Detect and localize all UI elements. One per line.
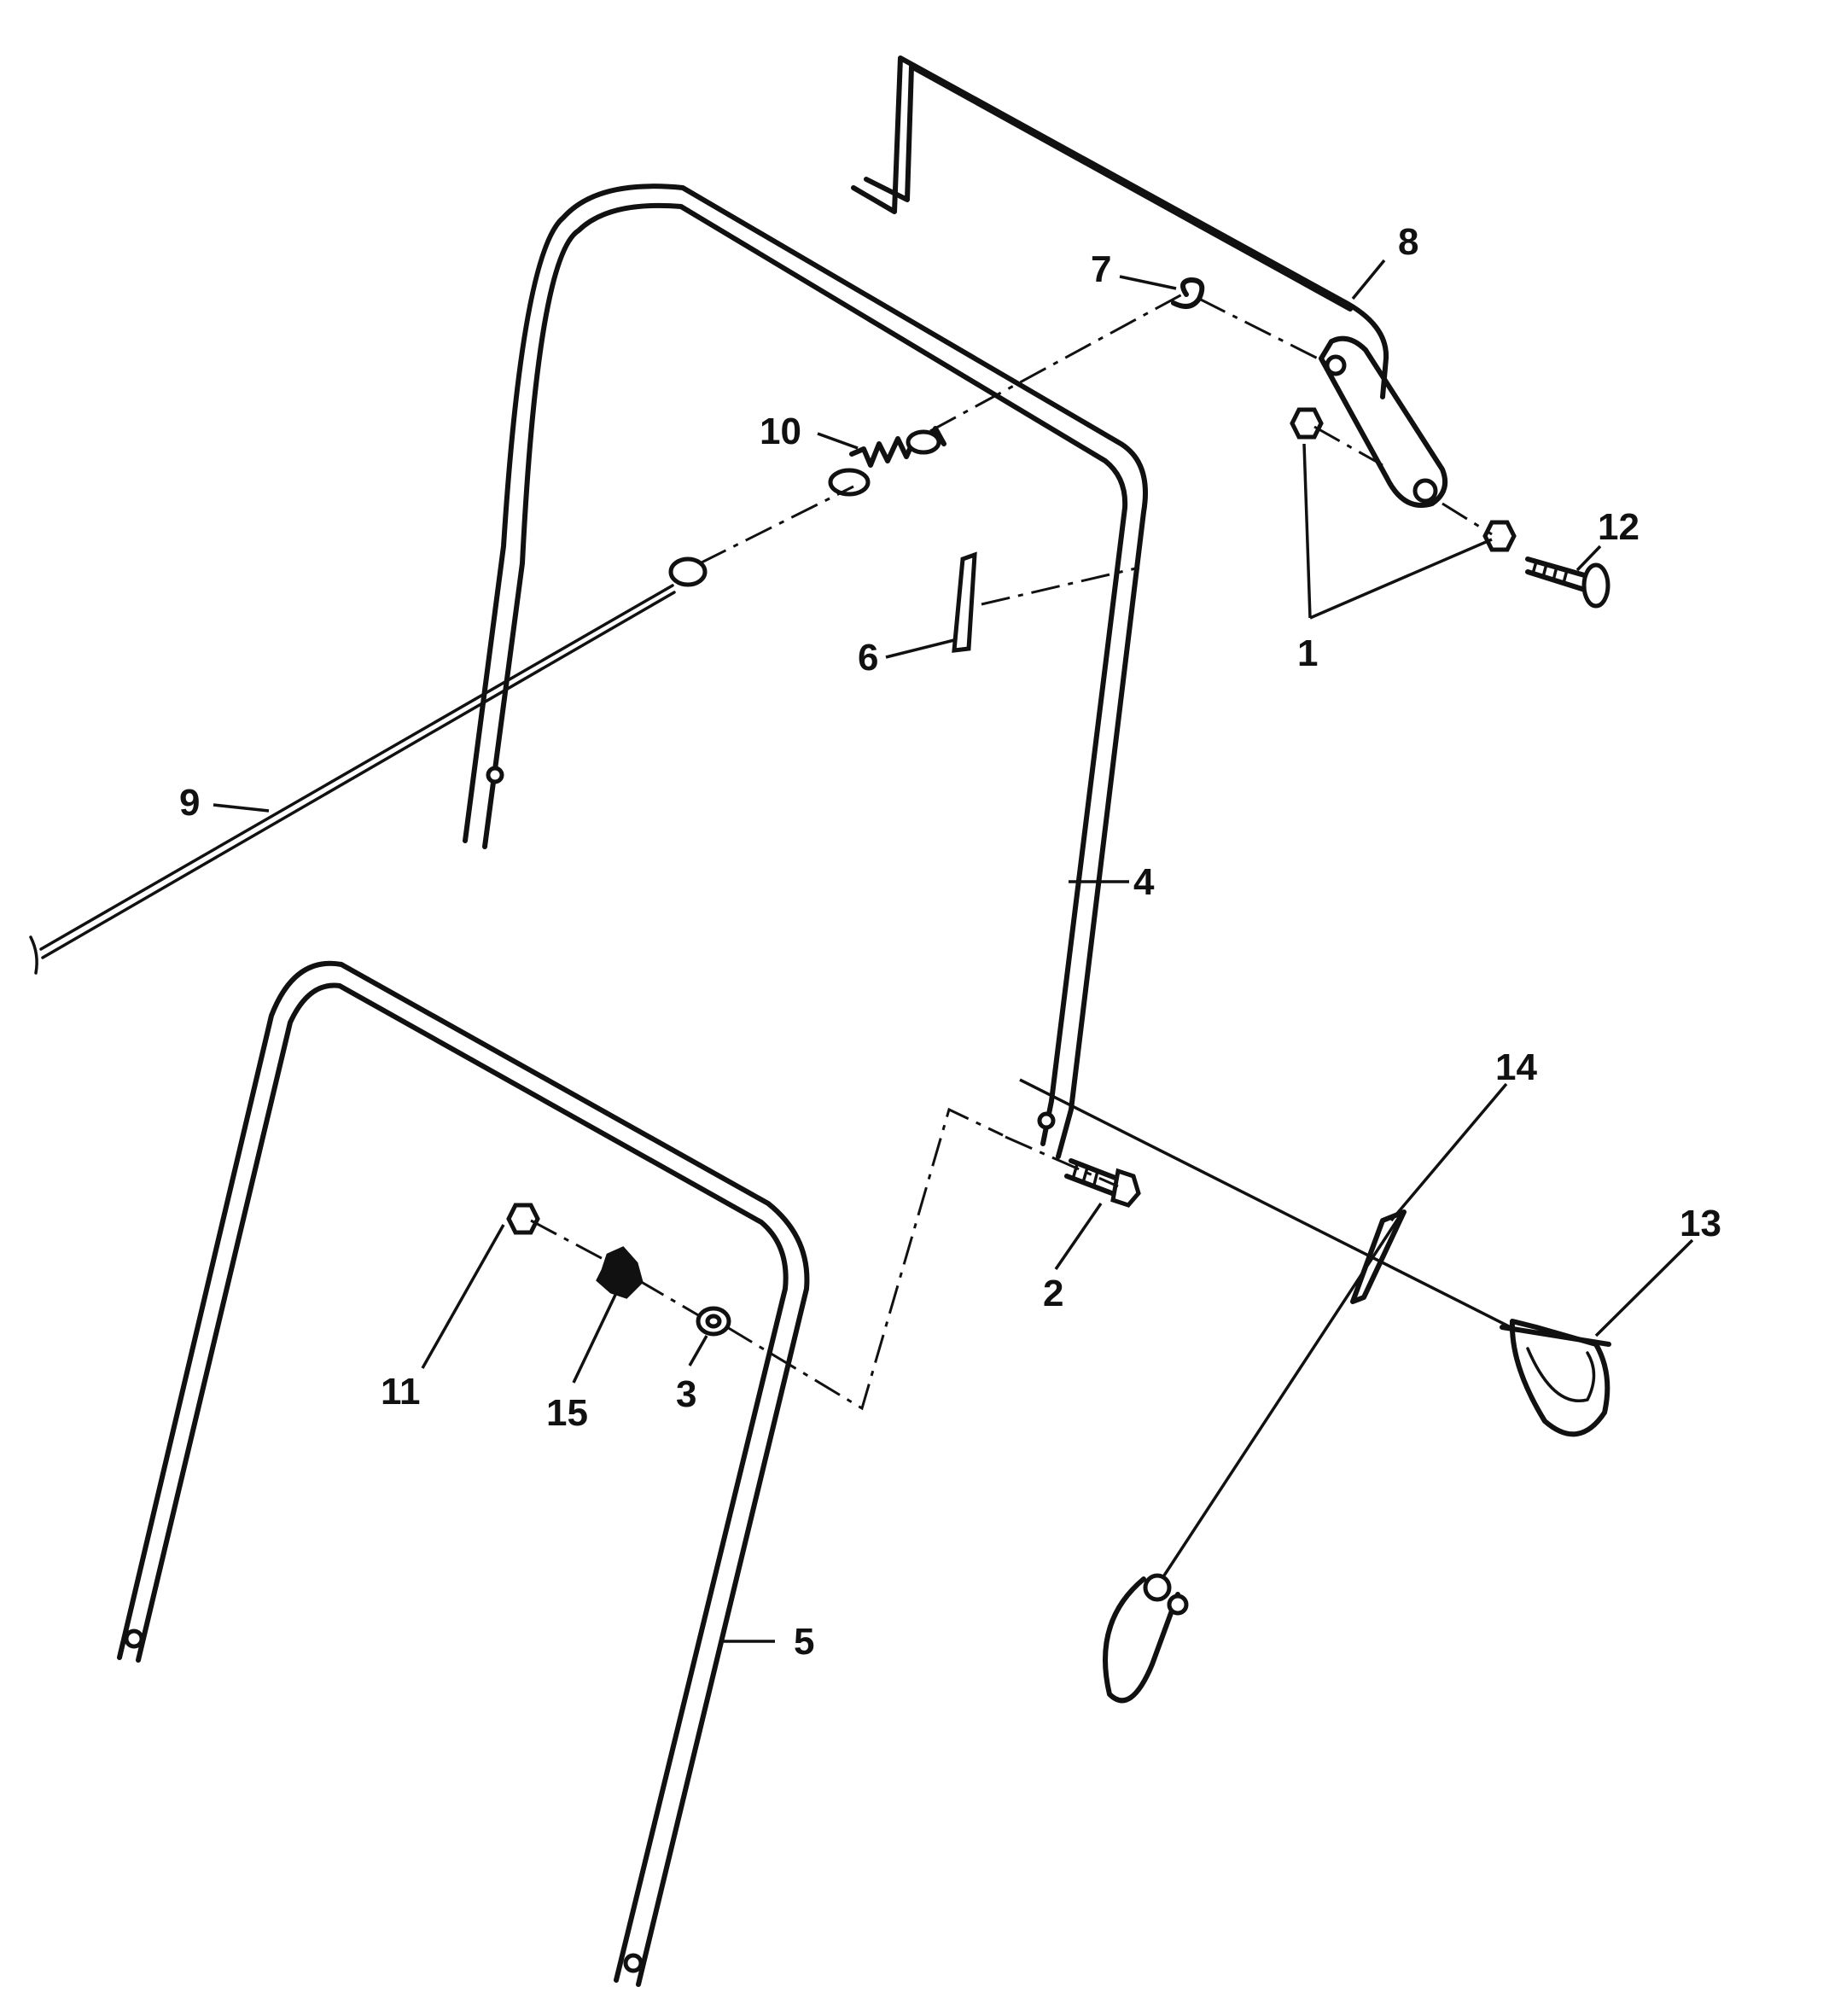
callout-labels: 7 8 10 6 1 12 9 4 2 11 15 3 5 14 13 [179,221,1721,1663]
callout-14: 14 [1495,1046,1537,1088]
callout-12: 12 [1598,506,1640,548]
callout-10: 10 [760,411,801,452]
upper-handle [463,184,1148,1159]
callout-1: 1 [1297,632,1318,674]
control-cable [29,556,708,975]
callout-6: 6 [858,637,878,679]
callout-5: 5 [794,1621,814,1663]
callout-3: 3 [676,1373,696,1415]
hex-nut-upper [1290,407,1324,440]
callout-2: 2 [1043,1273,1063,1314]
callout-leaders [213,259,1694,1643]
callout-7: 7 [1091,248,1111,290]
washer [696,1306,731,1337]
handle-bolt [1064,1158,1141,1208]
spring [828,426,946,497]
callout-15: 15 [546,1392,588,1434]
lower-handle [117,960,810,1987]
control-bail-bar [851,55,1389,399]
rope-guide-clip [1500,1319,1611,1437]
callout-4: 4 [1133,861,1155,903]
assembly-center-lines [530,293,1493,1411]
callout-13: 13 [1680,1203,1721,1244]
starter-rope [1103,1209,1407,1704]
bail-lever-bracket [1319,335,1447,508]
cable-path-line [1019,1078,1511,1329]
hex-nut-lower [1482,520,1517,552]
lock-nut [506,1203,540,1235]
hairpin-clip [1171,277,1205,309]
callout-11: 11 [381,1371,421,1413]
handle-label-strip [952,551,977,653]
callout-8: 8 [1398,221,1418,263]
carriage-bolt [1525,556,1610,609]
wing-knob [596,1246,644,1299]
callout-9: 9 [179,782,200,824]
